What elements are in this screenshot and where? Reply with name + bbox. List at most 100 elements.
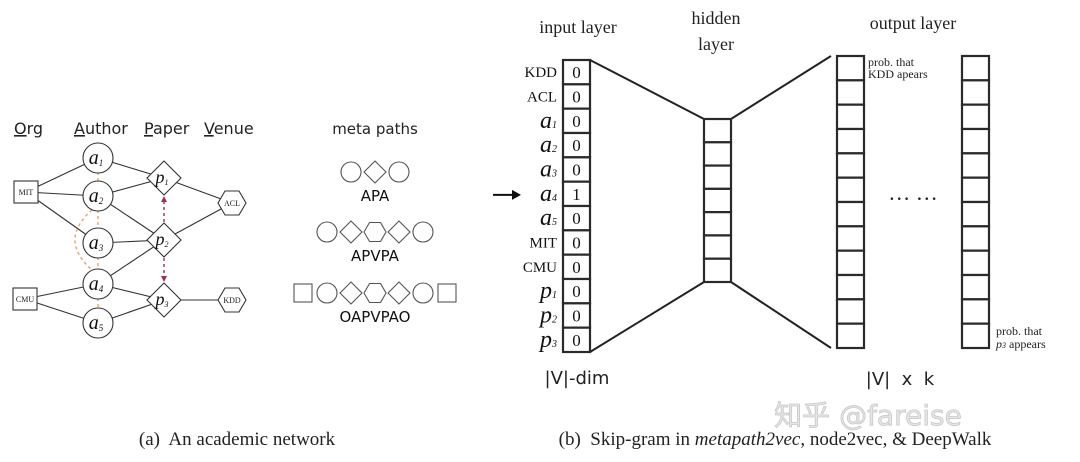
input-row: 0a5 — [540, 204, 592, 232]
output-cell — [835, 176, 866, 204]
header-venue: Venue — [204, 119, 254, 138]
output-dim-label: |V| x k — [866, 369, 935, 390]
output-cell — [960, 225, 991, 252]
square-icon — [293, 283, 313, 303]
output-cell — [835, 200, 866, 228]
input-row: 0p1 — [538, 277, 592, 305]
output-cell — [960, 79, 991, 106]
diamond-icon — [146, 160, 182, 196]
square-icon — [12, 287, 38, 311]
diamond-icon — [146, 222, 182, 258]
diamond-icon — [339, 220, 363, 244]
hidden-cell — [702, 164, 733, 190]
author-node-a5: a5 — [82, 307, 114, 339]
input-cell-value: 0 — [572, 307, 581, 326]
hidden-cell — [702, 117, 733, 144]
output-cell — [960, 273, 991, 301]
circle-icon — [82, 142, 114, 174]
input-row-label: a3 — [540, 157, 557, 183]
circle-icon — [340, 161, 362, 183]
output-cell — [960, 54, 991, 82]
input-row: 0a3 — [540, 156, 592, 183]
hexagon-icon — [217, 190, 247, 216]
output-cell — [835, 298, 866, 325]
caption-a: (a) An academic network — [139, 429, 336, 450]
input-cell-value: 0 — [572, 234, 581, 253]
circle-icon — [82, 307, 114, 339]
connector-hidden-output-top — [730, 55, 832, 120]
input-cell-value: 0 — [572, 258, 581, 277]
output-cell — [960, 127, 991, 155]
paper-label: p1 — [154, 167, 169, 187]
org-node-CMU: CMU — [12, 287, 38, 311]
input-row: 0p2 — [538, 302, 592, 329]
meta-path-label: APA — [361, 187, 390, 205]
input-cell-value: 0 — [572, 136, 581, 155]
output-cell — [960, 152, 991, 179]
input-row: 0 CMU — [523, 253, 592, 281]
author-label: a2 — [89, 185, 104, 207]
diamond-icon — [363, 160, 387, 184]
output-cell — [960, 200, 991, 228]
input-cell — [561, 107, 592, 135]
paper-label: p3 — [154, 289, 169, 309]
input-cell-value: 1 — [572, 185, 581, 204]
hidden-cell — [702, 141, 733, 167]
output-cell — [960, 249, 991, 277]
output-cell — [960, 298, 991, 325]
circle-icon — [412, 282, 434, 304]
input-row-label: MIT — [530, 236, 558, 252]
output-cell — [835, 152, 866, 179]
input-cell — [561, 326, 592, 354]
circle-icon — [388, 161, 410, 183]
org-label: CMU — [16, 295, 34, 304]
header-paper: Paper — [144, 119, 190, 138]
diamond-icon — [339, 281, 363, 305]
input-row: 0 a2 — [540, 131, 592, 159]
author-label: a1 — [89, 147, 104, 169]
input-row-label: p3 — [538, 327, 557, 353]
top-note-line2: KDD apears — [868, 67, 928, 81]
meta-paths-title: meta paths — [332, 120, 418, 138]
author-label: a5 — [89, 312, 104, 334]
output-column — [960, 54, 991, 350]
meta-paths: APA APVPA OAPVPAO — [293, 160, 457, 326]
venue-label: KDD — [223, 296, 241, 305]
dashed-link-a2-a4 — [74, 209, 93, 271]
meta-path-APA: APA — [340, 160, 410, 205]
input-row: 0 MIT — [530, 229, 592, 256]
author-node-a2: a2 — [82, 180, 114, 212]
network-connector-lines — [589, 55, 832, 353]
circle-icon — [316, 221, 338, 243]
output-cell — [835, 103, 866, 131]
meta-path-label: APVPA — [351, 247, 400, 265]
input-cell — [561, 180, 592, 208]
hidden-cell — [702, 257, 733, 284]
circle-icon — [412, 221, 434, 243]
input-cell — [561, 58, 592, 86]
output-cell — [960, 103, 991, 131]
top-note-line1: prob. that — [868, 55, 915, 69]
diamond-icon — [146, 282, 182, 318]
output-column — [835, 54, 866, 350]
connector-hidden-output-bottom — [730, 281, 832, 349]
input-cell-value: 0 — [572, 88, 581, 107]
input-row-label: CMU — [523, 260, 557, 276]
meta-path-label: OAPVPAO — [339, 308, 410, 326]
org-label: MIT — [19, 188, 34, 197]
header-author: Author — [74, 119, 128, 138]
paper-node-p3: p3 — [146, 282, 182, 318]
bottom-note-line2: p3 appears — [995, 337, 1046, 351]
output-cell — [960, 176, 991, 204]
caption-b: (b) Skip-gram in metapath2vec, node2vec,… — [559, 429, 992, 450]
paper-node-p2: p2 — [146, 222, 182, 258]
output-cell — [835, 54, 866, 82]
input-row-label: a2 — [540, 132, 557, 158]
hidden-layer-title-1: hidden — [692, 8, 741, 28]
input-cell — [561, 156, 592, 183]
output-cell — [835, 127, 866, 155]
author-node-a4: a4 — [82, 268, 114, 300]
meta-path-APVPA: APVPA — [316, 220, 434, 265]
